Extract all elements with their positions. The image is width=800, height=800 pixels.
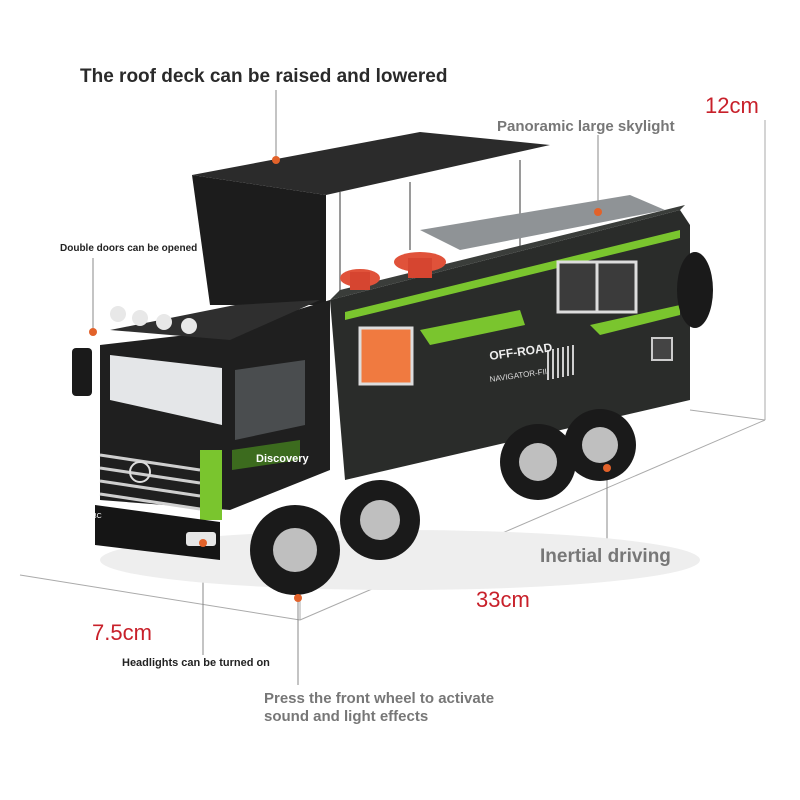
length-dimension: 33cm (476, 587, 530, 612)
cab-green-accent (200, 450, 222, 520)
roof-deck-label: The roof deck can be raised and lowered (80, 66, 448, 87)
height-dimension: 12cm (705, 93, 759, 118)
green-stripe-mid (420, 310, 525, 345)
press-callout-dot (294, 594, 302, 602)
spare-tire (677, 252, 713, 328)
green-stripe-rear (590, 305, 680, 335)
ground-shadow (100, 530, 700, 590)
roof-deck (192, 132, 550, 195)
roof-deck-side (192, 175, 326, 305)
rear-tick (689, 409, 766, 421)
width-dimension: 7.5cm (92, 620, 152, 645)
doors-label: Double doors can be opened (60, 243, 198, 254)
cab-side-window (235, 360, 305, 440)
wheel-rear-1 (500, 424, 576, 500)
inertial-callout-dot (603, 464, 611, 472)
callout-dots (89, 156, 611, 602)
side-mirror (72, 348, 92, 396)
roof-light-4 (181, 318, 197, 334)
width-dimension-line (19, 574, 301, 621)
press-wheel-label-line2: sound and light effects (264, 708, 429, 725)
headlight (186, 532, 216, 546)
plate-text: BC (92, 513, 102, 520)
doors-callout-dot (89, 328, 97, 336)
wheel-rear-2 (564, 409, 636, 481)
roof-light-3 (156, 314, 172, 330)
badge-logo (129, 461, 151, 483)
door-decal (232, 440, 300, 470)
brand-decal-text: Discovery (256, 453, 309, 465)
camper-vent (547, 345, 574, 380)
wheel-front-2 (340, 480, 420, 560)
green-stripe-top (345, 230, 680, 320)
roof-callout-dot (272, 156, 280, 164)
windshield (110, 355, 222, 425)
skylight-panel (420, 195, 665, 250)
headlights-label: Headlights can be turned on (122, 657, 270, 669)
skylight-callout-dot (594, 208, 602, 216)
callout-lines (92, 90, 608, 685)
headlights-callout-dot (199, 539, 207, 547)
cab-roof (110, 300, 320, 340)
wheels (250, 409, 636, 595)
inertial-driving-label: Inertial driving (540, 546, 671, 567)
roof-light-rack (110, 306, 197, 334)
wheel-front (250, 505, 340, 595)
skylight-label: Panoramic large skylight (497, 118, 675, 135)
camper-window-front (358, 326, 414, 386)
roof-light-2 (132, 310, 148, 326)
rear-small-window (651, 337, 673, 361)
roof-light-1 (110, 306, 126, 322)
front-bumper (95, 505, 220, 560)
press-wheel-label-line1: Press the front wheel to activate (264, 690, 495, 707)
